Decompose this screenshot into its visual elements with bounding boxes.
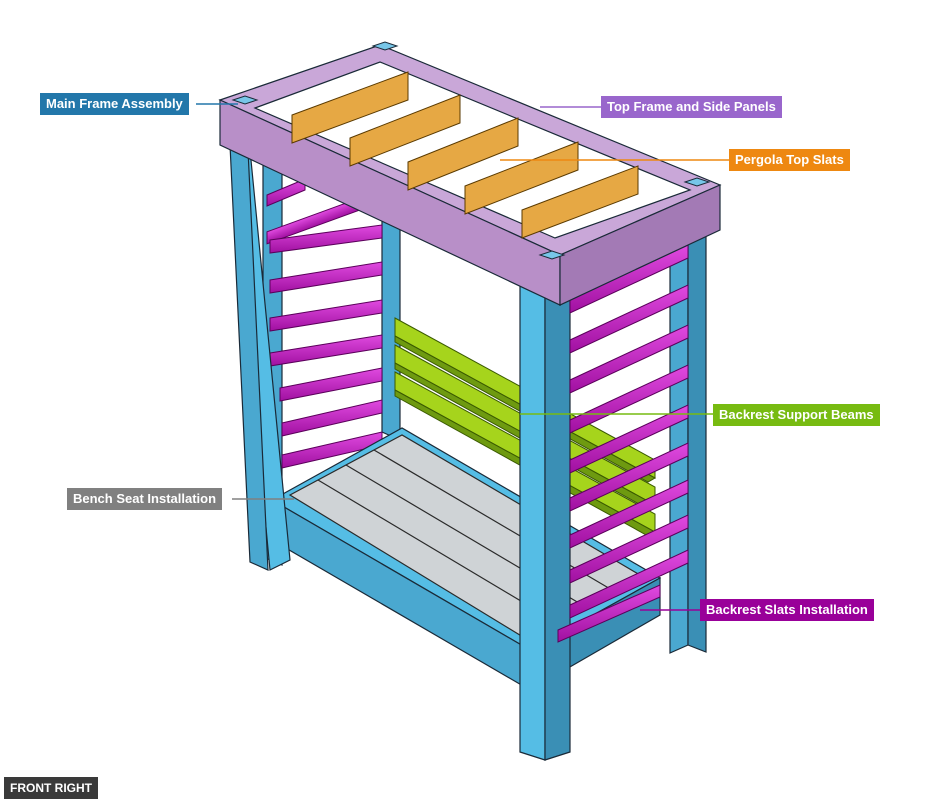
label-backrest-support-beams: Backrest Support Beams	[713, 404, 880, 426]
pergola-slats	[291, 71, 639, 239]
label-bench-seat-installation: Bench Seat Installation	[67, 488, 223, 510]
label-main-frame-assembly: Main Frame Assembly	[40, 93, 189, 115]
label-backrest-slats-installation: Backrest Slats Installation	[700, 599, 874, 621]
leader-lines	[196, 103, 730, 611]
corner-caps	[231, 41, 711, 260]
right-side-slats	[557, 244, 689, 643]
front-right-leg	[519, 279, 571, 761]
left-side-slats	[266, 178, 383, 469]
label-top-frame-and-side-panels: Top Frame and Side Panels	[601, 96, 782, 118]
label-pergola-top-slats: Pergola Top Slats	[729, 149, 850, 171]
view-orientation-label: FRONT RIGHT	[4, 777, 98, 799]
